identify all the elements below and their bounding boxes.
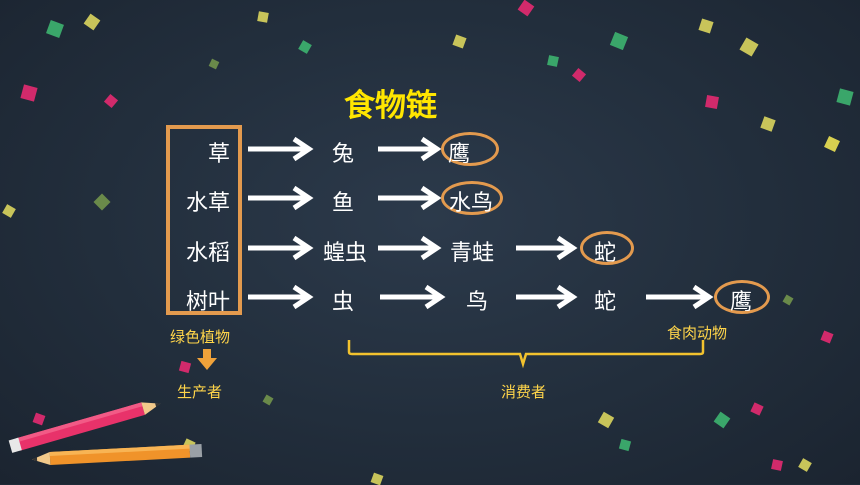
highlight-circle (441, 132, 499, 166)
consumer-bracket (347, 340, 705, 369)
consumer-role-label: 消费者 (501, 383, 547, 401)
producer-label: 水草 (186, 191, 231, 216)
producer-label: 草 (208, 142, 231, 167)
page-title: 食物链 (344, 88, 437, 124)
organism-label: 鱼 (332, 191, 355, 216)
organism-label: 鸟 (466, 290, 489, 315)
organism-label: 虫 (332, 290, 355, 315)
organism-label: 蛇 (594, 241, 617, 266)
organism-label: 水鸟 (449, 191, 494, 216)
organism-label: 青蛙 (450, 241, 495, 266)
carnivore-label: 食肉动物 (667, 324, 728, 342)
highlight-circle (714, 280, 770, 314)
producer-label: 水稻 (186, 241, 231, 266)
producer-label: 树叶 (186, 290, 231, 315)
organism-label: 鹰 (730, 290, 753, 315)
green-plants-label: 绿色植物 (170, 328, 231, 346)
producer-box (166, 125, 242, 315)
highlight-circle (580, 231, 634, 265)
highlight-circle (441, 181, 503, 215)
organism-label: 兔 (332, 142, 355, 167)
organism-label: 蛇 (594, 290, 617, 315)
organism-label: 鹰 (448, 142, 471, 167)
producer-role-label: 生产者 (177, 383, 223, 401)
organism-label: 蝗虫 (323, 241, 368, 266)
down-arrow-icon (197, 349, 217, 370)
